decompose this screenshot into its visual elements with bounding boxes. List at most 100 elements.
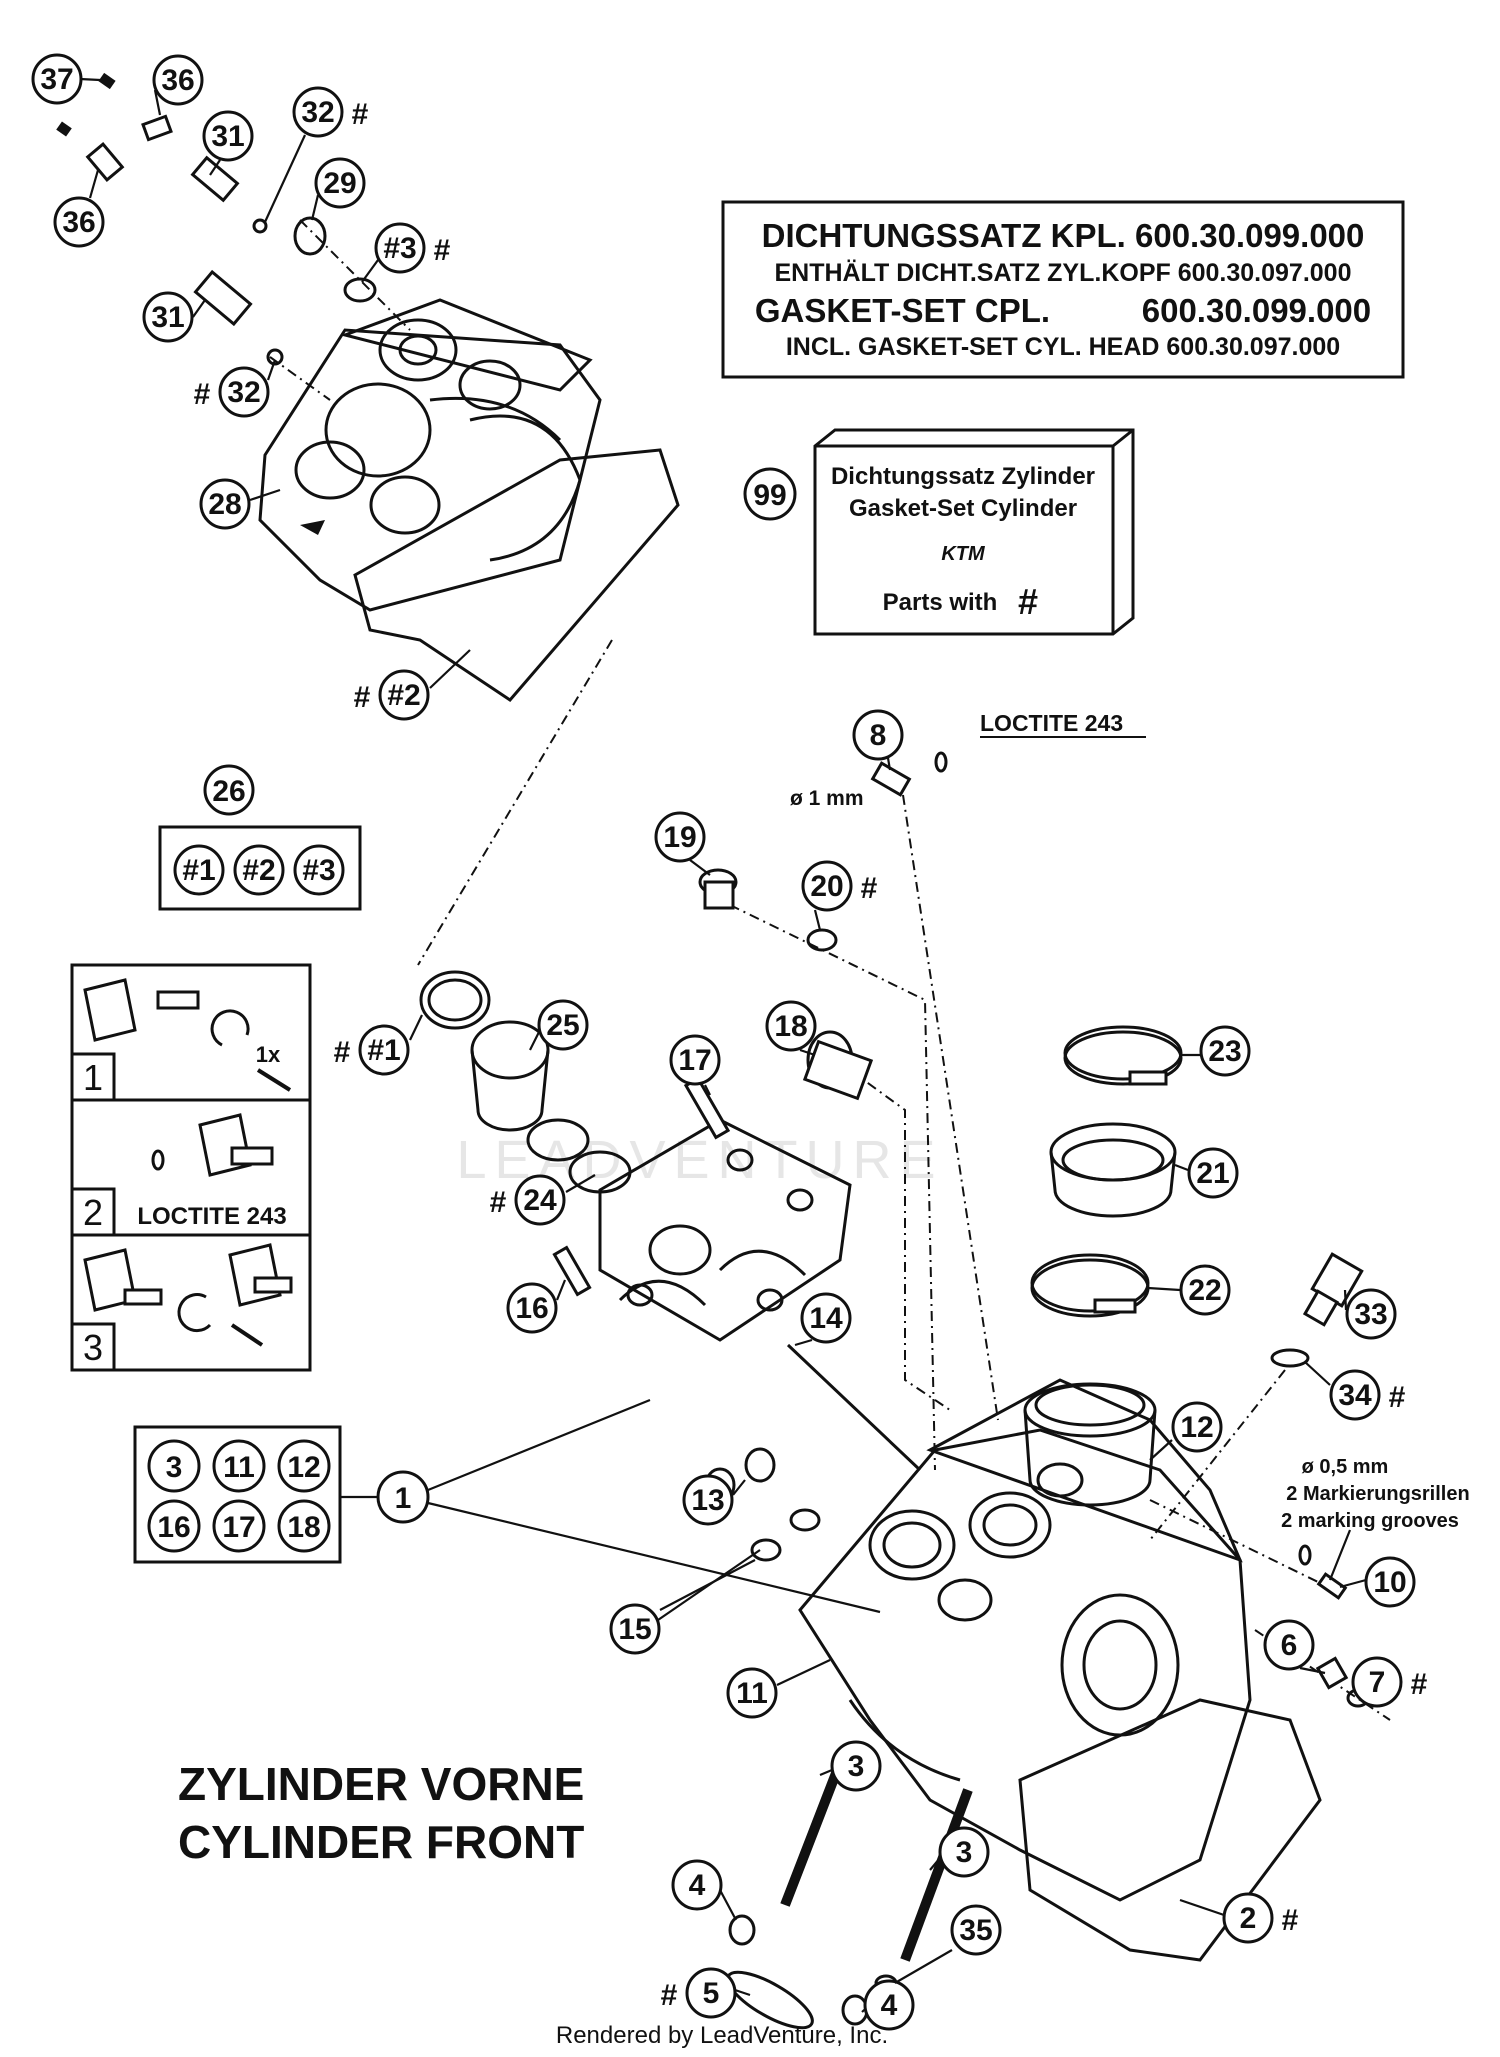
callout-circle xyxy=(669,1034,721,1086)
callout-circle xyxy=(152,54,204,106)
callout-5: 5# xyxy=(661,1967,751,2019)
washer xyxy=(806,928,838,952)
group-1-item: 17 xyxy=(222,1511,255,1544)
filter-sleeve xyxy=(802,1030,874,1101)
callout-circle xyxy=(1345,1288,1397,1340)
callout-20: 20# xyxy=(801,860,878,931)
callout-circle xyxy=(1329,1369,1381,1421)
leader-line xyxy=(719,1889,737,1921)
step-3-number: 3 xyxy=(83,1327,103,1368)
gasket-set-box: DICHTUNGSSATZ KPL. 600.30.099.000 ENTHÄL… xyxy=(721,200,1405,379)
callout-circle xyxy=(682,1474,734,1526)
callout-6: 6 xyxy=(1263,1619,1326,1675)
callout-number: 22 xyxy=(1188,1274,1221,1307)
callout-number: 34 xyxy=(1338,1379,1372,1412)
clamp-bottom xyxy=(1030,1253,1150,1318)
callout-number: 4 xyxy=(689,1869,706,1902)
callout-33: 33 xyxy=(1343,1288,1397,1340)
leader-line xyxy=(1339,1578,1367,1589)
callout-circle xyxy=(199,478,251,530)
callout-16: 16 xyxy=(506,1279,567,1334)
callout-36a: 36 xyxy=(152,54,204,116)
group-1-callout: 1 xyxy=(376,1470,430,1524)
step-2-number: 2 xyxy=(83,1192,103,1233)
callout-circle xyxy=(801,860,853,912)
callout-circle xyxy=(685,1967,737,2019)
callout-circle xyxy=(514,1174,566,1226)
hash-marker: # xyxy=(334,1036,351,1069)
callout-8: 8 xyxy=(852,709,904,771)
group-1-item: 18 xyxy=(287,1511,320,1544)
shim xyxy=(526,1118,590,1162)
callout-number: #2 xyxy=(387,679,420,712)
callout-h1: #1 # xyxy=(334,1014,423,1076)
leader-line xyxy=(1179,1898,1225,1917)
callout-number: 14 xyxy=(809,1302,843,1335)
hash-marker: # xyxy=(490,1186,507,1219)
callout-37: 37 xyxy=(31,53,101,105)
callout-number: 25 xyxy=(546,1009,579,1042)
callout-circle xyxy=(1199,1025,1251,1077)
ring-part xyxy=(419,970,491,1030)
kit-99-hash: # xyxy=(1018,581,1038,622)
leader-line xyxy=(776,1659,831,1686)
temp-sensor xyxy=(1302,1252,1364,1327)
group-1-item: 3 xyxy=(166,1451,183,1484)
callout-circle xyxy=(314,157,366,209)
leader-line xyxy=(657,1549,761,1621)
callout-number: 36 xyxy=(161,64,194,97)
callout-number: 19 xyxy=(663,821,696,854)
callout-21: 21 xyxy=(1174,1147,1239,1199)
callout-circle xyxy=(671,1859,723,1911)
leader-line xyxy=(886,757,892,771)
callout-circle xyxy=(1263,1619,1315,1671)
callout-4a: 4 xyxy=(671,1859,737,1921)
loctite-note: LOCTITE 243 xyxy=(980,710,1123,736)
callout-25: 25 xyxy=(529,999,589,1051)
top-fasteners xyxy=(56,72,377,366)
callout-number: 11 xyxy=(736,1677,768,1710)
callout-circle xyxy=(31,53,83,105)
title-de: ZYLINDER VORNE xyxy=(178,1758,584,1810)
footer-credit: Rendered by LeadVenture, Inc. xyxy=(556,2022,888,2049)
leader-line xyxy=(266,359,277,381)
callout-number: 2 xyxy=(1240,1902,1257,1935)
callout-28: 28 xyxy=(199,478,281,530)
leader-line xyxy=(565,1174,596,1193)
callout-15: 15 xyxy=(609,1549,761,1655)
callout-h2: #2# xyxy=(354,649,471,721)
callout-circle xyxy=(1351,1656,1403,1708)
svg-text:99: 99 xyxy=(753,479,786,512)
head-gasket xyxy=(1018,1698,1322,1962)
callout-number: 29 xyxy=(323,167,356,200)
gasket-box-line-1: DICHTUNGSSATZ KPL. 600.30.099.000 xyxy=(762,217,1365,254)
callout-number: 32 xyxy=(301,96,334,129)
grooves-de-note: 2 Markierungsrillen xyxy=(1286,1483,1469,1505)
leader-line xyxy=(704,1084,711,1096)
callout-number: #1 xyxy=(367,1034,400,1067)
callout-10: 10 xyxy=(1339,1556,1416,1608)
sensor-o-ring xyxy=(1270,1348,1310,1368)
hash-marker: # xyxy=(1282,1904,1299,1937)
gasket-box-line-4: INCL. GASKET-SET CYL. HEAD 600.30.097.00… xyxy=(786,333,1340,361)
callout-number: 10 xyxy=(1373,1566,1406,1599)
kit-99-line-3: Parts with xyxy=(883,589,998,616)
callout-circle xyxy=(609,1603,661,1655)
leader-line xyxy=(1343,1289,1348,1311)
callout-number: 31 xyxy=(151,301,184,334)
leader-line xyxy=(264,134,306,223)
callout-13: 13 xyxy=(682,1474,746,1526)
callout-circle xyxy=(202,110,254,162)
callout-circle xyxy=(852,709,904,761)
callout-number: 13 xyxy=(691,1484,724,1517)
callout-circle xyxy=(1222,1892,1274,1944)
callout-h3: #3# xyxy=(361,222,451,283)
callout-23: 23 xyxy=(1180,1025,1251,1077)
callout-31a: 31 xyxy=(202,110,254,176)
callout-14: 14 xyxy=(794,1292,852,1347)
leader-line xyxy=(429,649,471,689)
grooves-en-note: 2 marking grooves xyxy=(1281,1510,1459,1532)
callout-number: 8 xyxy=(870,719,887,752)
group-26-callout: 26 xyxy=(203,764,255,816)
